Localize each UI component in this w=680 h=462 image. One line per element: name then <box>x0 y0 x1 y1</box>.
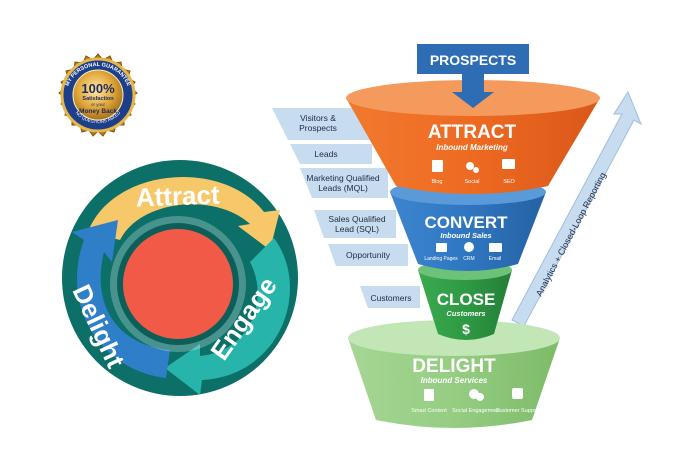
prospects-label: PROSPECTS <box>430 52 516 68</box>
stage-labels: Visitors & Prospects Leads Marketing Qua… <box>272 108 420 308</box>
prospects-header: PROSPECTS <box>417 44 529 108</box>
flywheel-label-attract: Attract <box>135 180 220 213</box>
stage-label-opportunity: Opportunity <box>346 250 391 260</box>
badge-line-2: or your <box>91 102 106 107</box>
stage-tab-2 <box>290 144 372 164</box>
funnel-convert-title: CONVERT <box>424 213 508 232</box>
smart-content-icon <box>424 389 434 401</box>
stage-tab-3 <box>300 168 388 198</box>
delight-icon-label-1: Smart Content <box>411 408 447 414</box>
email-icon <box>489 243 502 252</box>
stage-label-leads: Leads <box>314 149 337 159</box>
convert-icon-label-3: Email <box>489 256 502 262</box>
badge-line-3: Money Back <box>79 108 117 115</box>
flywheel-segment-delight <box>72 220 170 378</box>
funnel-delight-subtitle: Inbound Services <box>421 376 488 385</box>
funnel-attract-title: ATTRACT <box>428 122 517 143</box>
flywheel: Attract Engage Delight <box>62 160 298 396</box>
stage-label-mql-2: Leads (MQL) <box>318 183 368 193</box>
funnel: DELIGHT Inbound Services Smart Content S… <box>346 44 600 428</box>
guarantee-badge: MY PERSONAL GUARANTEE NO QUESTIONS ASKED… <box>58 53 138 137</box>
stage-label-sql-2: Lead (SQL) <box>335 224 379 234</box>
flywheel-segment-engage <box>165 238 290 395</box>
badge-line-1: Satisfaction <box>82 96 114 102</box>
convert-icon-label-2: CRM <box>463 256 474 262</box>
convert-icon-label-1: Landing Pages <box>424 256 458 262</box>
attract-icon-label-2: Social <box>465 179 480 185</box>
funnel-delight-title: DELIGHT <box>412 356 496 377</box>
flywheel-segment-attract <box>88 177 280 250</box>
stage-tab-4 <box>314 210 396 238</box>
funnel-close: CLOSE Customers $ <box>418 260 512 340</box>
attract-icon-label-1: Blog <box>431 179 442 185</box>
stage-label-sql-1: Sales Qualified <box>328 214 385 224</box>
funnel-convert-subtitle: Inbound Sales <box>440 231 491 240</box>
analytics-arrow-label: Analytics + Closed-Loop Reporting <box>534 171 608 298</box>
funnel-attract-subtitle: Inbound Marketing <box>436 143 508 152</box>
stage-label-mql-1: Marketing Qualified <box>306 173 380 183</box>
stage-tab-5 <box>328 244 408 266</box>
landing-pages-icon <box>436 243 447 252</box>
delight-icon-label-3: Customer Support <box>496 408 541 414</box>
stage-label-visitors-1: Visitors & <box>300 113 336 123</box>
delight-icon-label-2: Social Engagement <box>452 408 500 414</box>
stage-tab-6 <box>360 286 420 308</box>
seo-icon <box>502 159 515 169</box>
flywheel-hub <box>117 223 239 345</box>
social-icon <box>466 162 474 170</box>
blog-icon <box>432 160 443 172</box>
crm-icon <box>464 242 474 252</box>
attract-icon-label-3: SEO <box>503 179 515 185</box>
prospects-arrow-down-icon <box>452 74 494 108</box>
stage-tab-1 <box>272 108 372 140</box>
dollar-icon: $ <box>462 321 470 337</box>
funnel-close-subtitle: Customers <box>446 309 485 318</box>
badge-percent: 100% <box>81 81 115 96</box>
prospects-box <box>417 44 529 74</box>
stage-label-visitors-2: Prospects <box>299 123 337 133</box>
stage-label-customers: Customers <box>370 293 411 303</box>
customer-support-icon <box>512 388 523 399</box>
funnel-close-title: CLOSE <box>437 290 496 309</box>
